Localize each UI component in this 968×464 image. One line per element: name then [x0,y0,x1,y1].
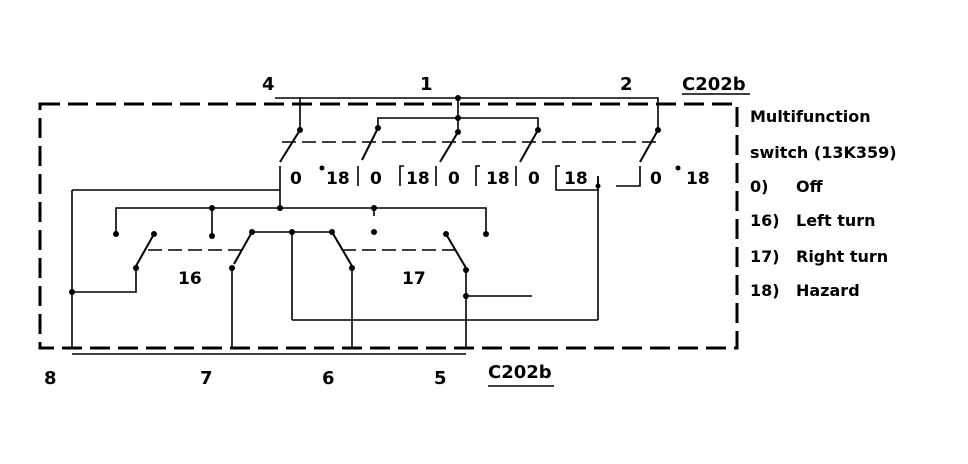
bottom-pin-7: 7 [200,368,213,389]
top-pin-1: 1 [420,74,433,95]
bottom-pin-8: 8 [44,368,57,389]
position-legend: 0) Off 16) Left turn 17) Right turn 18) … [750,177,888,300]
legend-text: Left turn [796,211,876,230]
top-switches [279,95,661,163]
contact-label: 0 [290,169,302,189]
component-boundary [38,102,739,350]
legend-text: Off [796,177,824,196]
contact-label: 0 [370,169,382,189]
contact-label: 18 [406,169,430,189]
contact-label: 0 [528,169,540,189]
contact-label: 18 [486,169,510,189]
legend-text: Hazard [796,281,860,300]
contact-stubs [279,165,681,320]
legend-key: 0) [750,177,768,196]
section-label-17: 17 [402,269,426,289]
top-pin-2: 2 [620,74,633,95]
contact-label: 18 [326,169,350,189]
bottom-pin-6: 6 [322,368,335,389]
contact-label: 0 [650,169,662,189]
contact-label: 0 [448,169,460,189]
top-connector-label: C202b [682,74,746,95]
bottom-pin-5: 5 [434,368,447,389]
legend-key: 17) [750,247,780,266]
legend-text: Right turn [796,247,888,266]
bottom-switches [133,229,469,273]
legend-key: 18) [750,281,780,300]
top-pin-4: 4 [262,74,275,95]
middle-wiring [69,189,598,348]
contact-label: 18 [564,169,588,189]
legend-key: 16) [750,211,780,230]
section-label-16: 16 [178,269,202,289]
component-name-line1: Multifunction [750,107,871,126]
bottom-connector-label: C202b [488,362,552,383]
contact-label: 18 [686,169,710,189]
component-name-line2: switch (13K359) [750,143,897,162]
